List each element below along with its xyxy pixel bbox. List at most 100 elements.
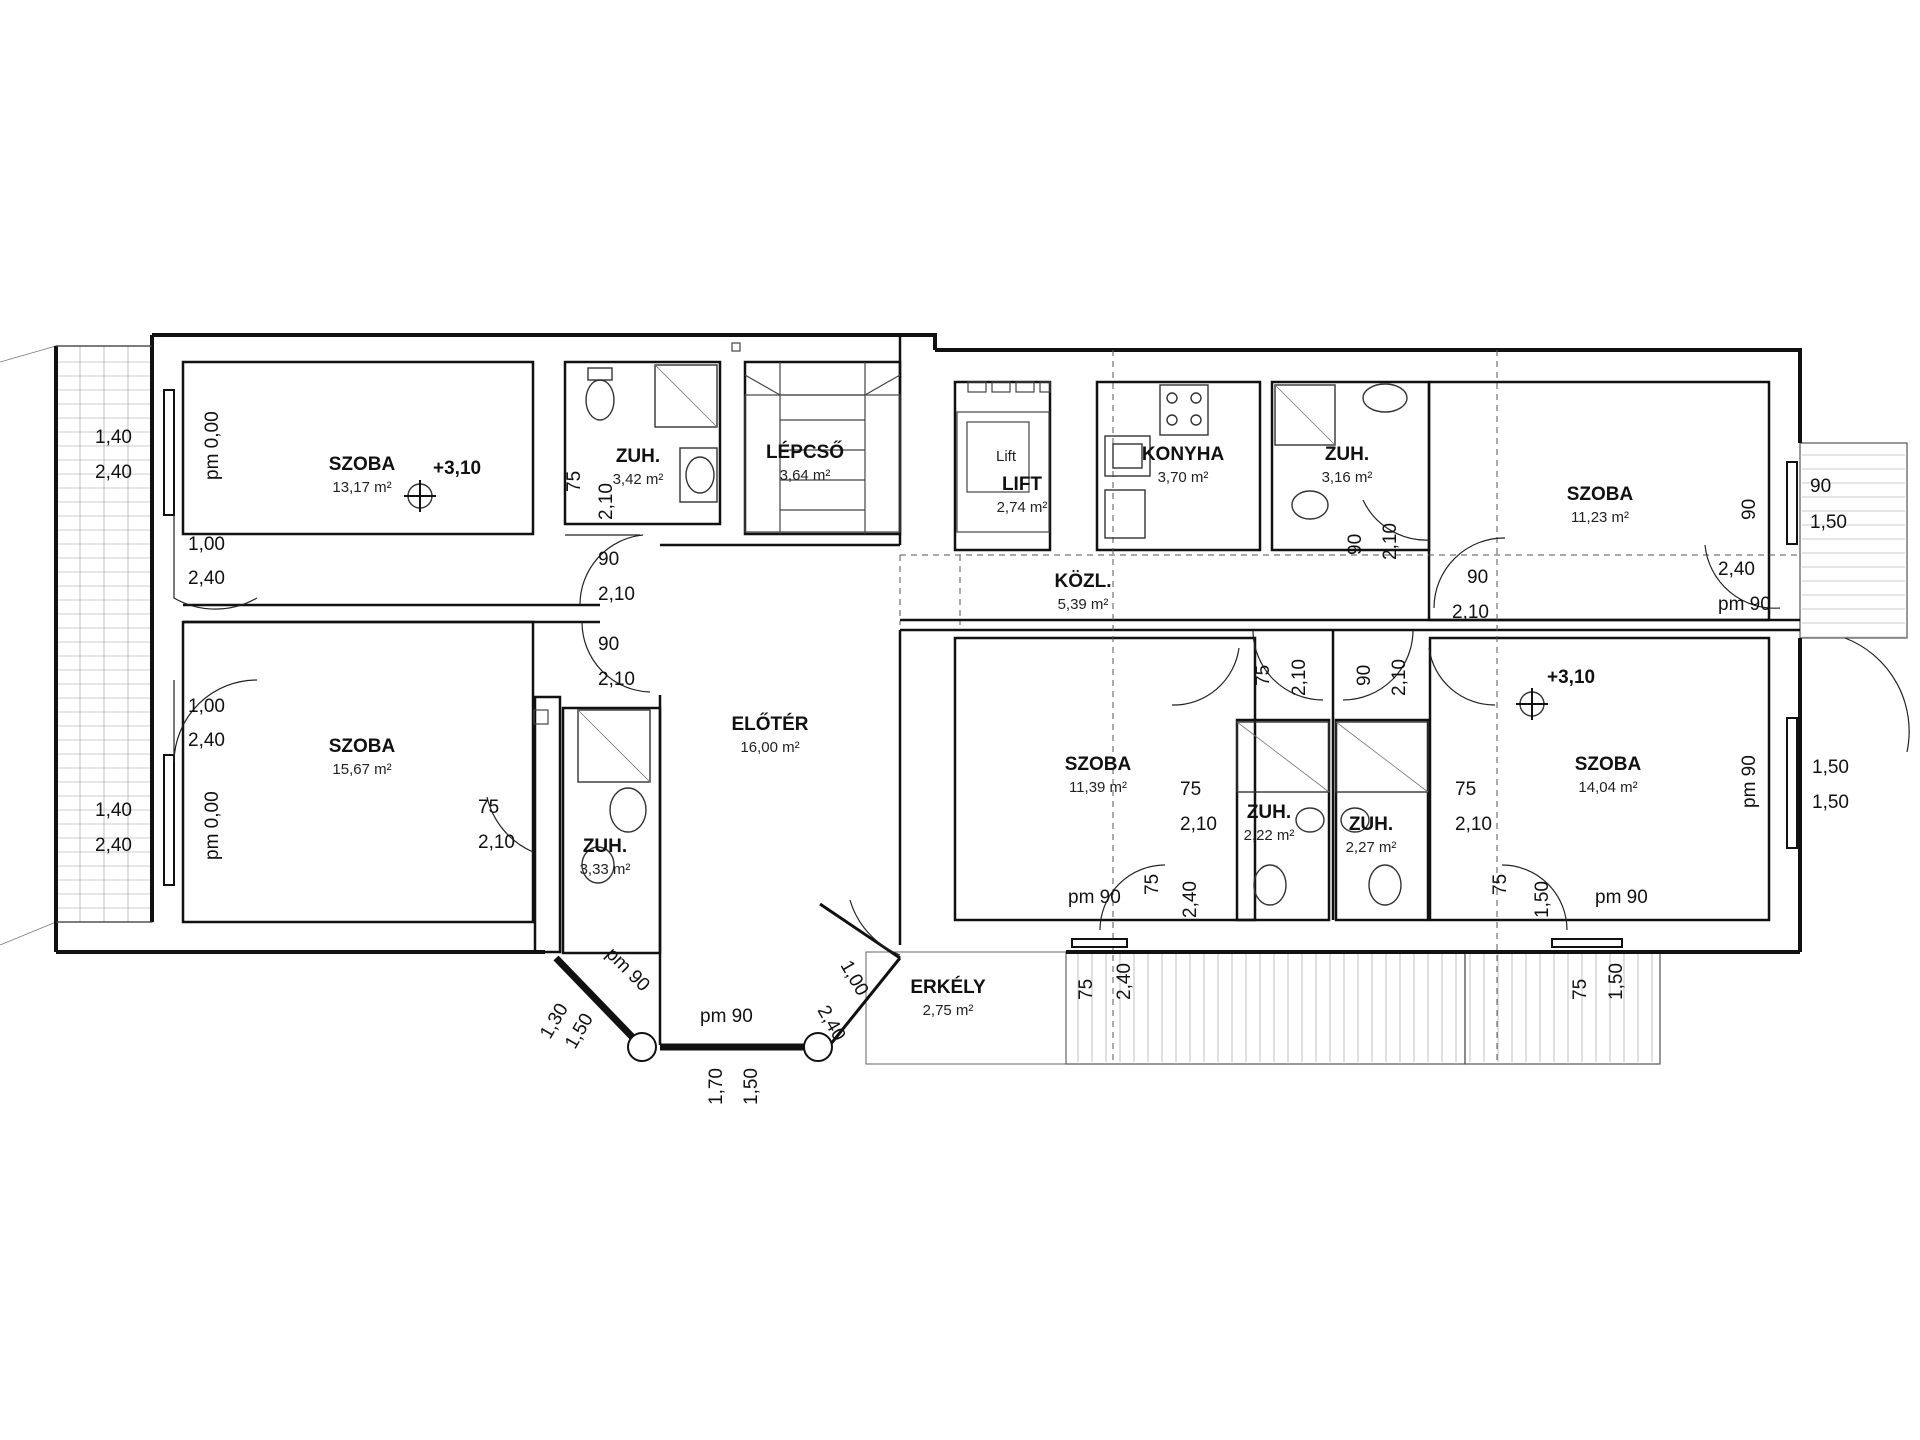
dimension-label: 2,40	[1718, 559, 1755, 580]
dimension-label: 2,40	[188, 568, 225, 589]
sanitary-fixtures	[533, 364, 1429, 906]
room-area-zuh1: 3,42 m²	[613, 471, 664, 488]
dimension-label: 75	[1490, 874, 1511, 895]
dimension-label: 2,10	[598, 584, 635, 605]
interior-walls	[181, 335, 1800, 1045]
room-area-konyha: 3,70 m²	[1158, 469, 1209, 486]
room-area-szoba5: 14,04 m²	[1578, 779, 1637, 796]
dimension-label: 1,50	[1812, 792, 1849, 813]
dimension-label: 90	[1345, 534, 1366, 555]
right-balcony	[1799, 442, 1908, 639]
room-name-lift: LIFT	[1002, 474, 1042, 495]
dimension-label: 75	[1076, 979, 1097, 1000]
windows	[163, 389, 1798, 1062]
dimension-label: 2,10	[1452, 602, 1489, 623]
dimension-label: 90	[1467, 567, 1488, 588]
room-name-zuh3: ZUH.	[583, 836, 627, 857]
dimension-label: 75	[478, 797, 499, 818]
dimension-label: 2,40	[1114, 963, 1135, 1000]
dimension-label: 75	[1142, 874, 1163, 895]
dimension-label: 2,10	[1389, 659, 1410, 696]
bottom-terraces	[865, 951, 1661, 1065]
room-area-erkely: 2,75 m²	[923, 1002, 974, 1019]
room-area-szoba4: 11,39 m²	[1069, 779, 1127, 796]
room-area-lepcso: 3,64 m²	[780, 467, 831, 484]
dimension-label: pm 90	[700, 1006, 753, 1027]
dimension-label: 75	[1570, 979, 1591, 1000]
outer-walls	[54, 333, 1802, 954]
room-labels: SZOBA 13,17 m² ZUH. 3,42 m² LÉPCSŐ 3,64 m² LIF…	[329, 441, 1642, 1019]
dimension-label: 2,40	[95, 835, 132, 856]
room-name-szoba5: SZOBA	[1575, 754, 1642, 775]
room-name-lepcso: LÉPCSŐ	[766, 441, 844, 463]
room-area-kozl: 5,39 m²	[1058, 596, 1109, 613]
dimension-label: 1,00	[188, 696, 225, 717]
room-name-zuh2: ZUH.	[1325, 444, 1369, 465]
dimension-label: 1,00	[188, 534, 225, 555]
room-name-zuh5: ZUH.	[1349, 814, 1393, 835]
dimension-label: 1,00	[836, 957, 873, 1000]
dimension-label: 1,50	[1532, 881, 1553, 918]
room-area-szoba1: 13,17 m²	[332, 479, 391, 496]
dimension-label: 2,10	[1455, 814, 1492, 835]
room-name-szoba3: SZOBA	[329, 736, 396, 757]
dimension-label: 1,50	[1812, 757, 1849, 778]
dimension-label: pm 0,00	[202, 411, 223, 480]
level-label: +3,10	[433, 458, 481, 479]
dimension-label: 90	[1739, 499, 1760, 520]
room-area-zuh3: 3,33 m²	[580, 861, 631, 878]
dimension-label: 2,40	[188, 730, 225, 751]
level-label: +3,10	[1547, 667, 1595, 688]
room-name-eloter: ELŐTÉR	[731, 713, 808, 735]
room-name-szoba2: SZOBA	[1567, 484, 1634, 505]
room-area-zuh5: 2,27 m²	[1346, 839, 1397, 856]
dimension-label: 1,50	[741, 1068, 762, 1105]
room-area-zuh4: 2,22 m²	[1244, 827, 1295, 844]
room-area-eloter: 16,00 m²	[740, 739, 799, 756]
dimension-label: 90	[1810, 476, 1831, 497]
room-name-konyha: KONYHA	[1142, 444, 1225, 465]
dimension-label: 1,40	[95, 800, 132, 821]
dimension-label: 1,70	[706, 1068, 727, 1105]
room-name-kozl: KÖZL.	[1055, 571, 1112, 592]
dimension-label: 90	[598, 549, 619, 570]
dimension-label: 2,10	[596, 483, 617, 520]
dimension-label: pm 90	[1595, 887, 1648, 908]
dimension-label: 1,40	[95, 427, 132, 448]
dimension-label: 1,50	[1606, 963, 1627, 1000]
dimension-label: 75	[1253, 665, 1274, 686]
doors	[173, 499, 1910, 956]
dimension-label: pm 90	[601, 944, 653, 996]
room-area-zuh2: 3,16 m²	[1322, 469, 1373, 486]
dimension-label: 2,10	[598, 669, 635, 690]
dimension-label: 1,50	[1810, 512, 1847, 533]
dimension-label: pm 90	[1068, 887, 1121, 908]
dimension-label: 2,10	[478, 832, 515, 853]
dimension-label: pm 90	[1739, 755, 1760, 808]
room-area-szoba2: 11,23 m²	[1571, 509, 1629, 526]
room-name-szoba1: SZOBA	[329, 454, 396, 475]
dimension-labels: 1,40 2,40 pm 0,00 1,00 2,40 1,00 2,40 1,40 2,40 p…	[95, 411, 1849, 1105]
dimension-label: 75	[564, 471, 585, 492]
lift-symbol-text: Lift	[996, 448, 1017, 465]
dimension-label: 90	[1354, 665, 1375, 686]
level-markers: +3,10 +3,10	[404, 458, 1595, 720]
staircase	[731, 342, 901, 534]
room-name-szoba4: SZOBA	[1065, 754, 1132, 775]
dimension-label: pm 0,00	[202, 791, 223, 860]
dimension-label: 2,10	[1180, 814, 1217, 835]
room-area-lift: 2,74 m²	[997, 499, 1048, 516]
level-marker-icon	[1516, 688, 1548, 720]
dimension-label: 90	[598, 634, 619, 655]
lift-shaft	[956, 381, 1051, 533]
room-name-zuh4: ZUH.	[1247, 802, 1291, 823]
dimension-label: pm 90	[1718, 594, 1771, 615]
room-name-erkely: ERKÉLY	[910, 976, 986, 998]
dimension-label: 2,40	[95, 462, 132, 483]
dimension-label: 2,10	[1380, 523, 1401, 560]
level-marker-icon	[404, 480, 436, 512]
room-name-zuh1: ZUH.	[616, 446, 660, 467]
dimension-label: 2,40	[1180, 881, 1201, 918]
room-area-szoba3: 15,67 m²	[332, 761, 391, 778]
